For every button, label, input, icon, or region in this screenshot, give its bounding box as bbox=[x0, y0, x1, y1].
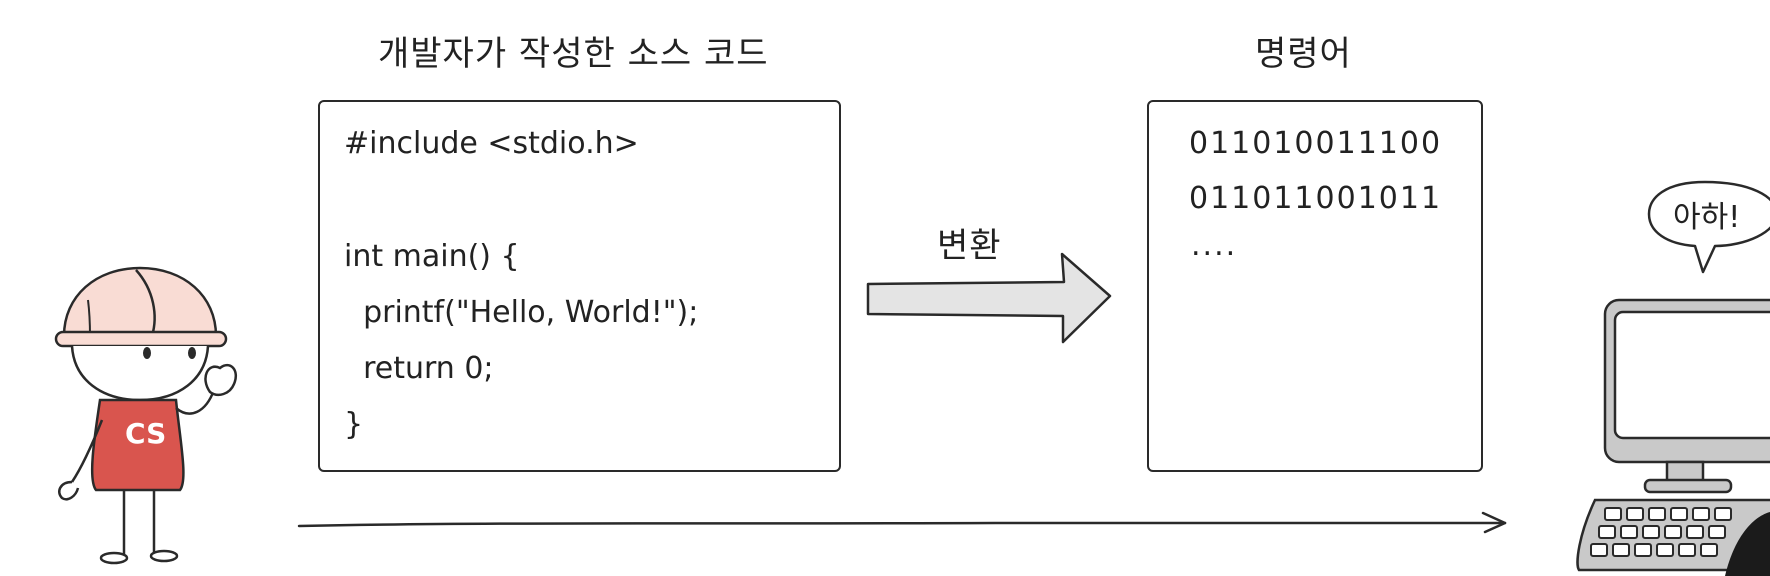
developer-character-icon bbox=[54, 266, 237, 565]
binary-line: 011010011100 bbox=[1189, 126, 1443, 161]
code-line: int main() { bbox=[344, 239, 520, 274]
shirt-logo: CS bbox=[125, 417, 167, 450]
source-code-box: #include <stdio.h> int main() { printf("… bbox=[318, 100, 841, 472]
instruction-title: 명령어 bbox=[1255, 34, 1352, 74]
timeline-arrow-icon bbox=[297, 511, 1507, 534]
convert-arrow-icon bbox=[866, 252, 1112, 344]
code-line: return 0; bbox=[344, 351, 494, 386]
computer-icon bbox=[1576, 298, 1770, 576]
binary-line: .... bbox=[1191, 228, 1238, 263]
code-line: #include <stdio.h> bbox=[344, 126, 639, 161]
source-code-title: 개발자가 작성한 소스 코드 bbox=[378, 34, 769, 74]
convert-label: 변환 bbox=[937, 226, 1002, 266]
binary-line: 011011001011 bbox=[1189, 181, 1443, 216]
code-line: } bbox=[344, 407, 364, 442]
speech-bubble-text: 아하! bbox=[1673, 200, 1741, 235]
instruction-box: 011010011100 011011001011 .... bbox=[1147, 100, 1483, 472]
code-line: printf("Hello, World!"); bbox=[344, 295, 699, 330]
